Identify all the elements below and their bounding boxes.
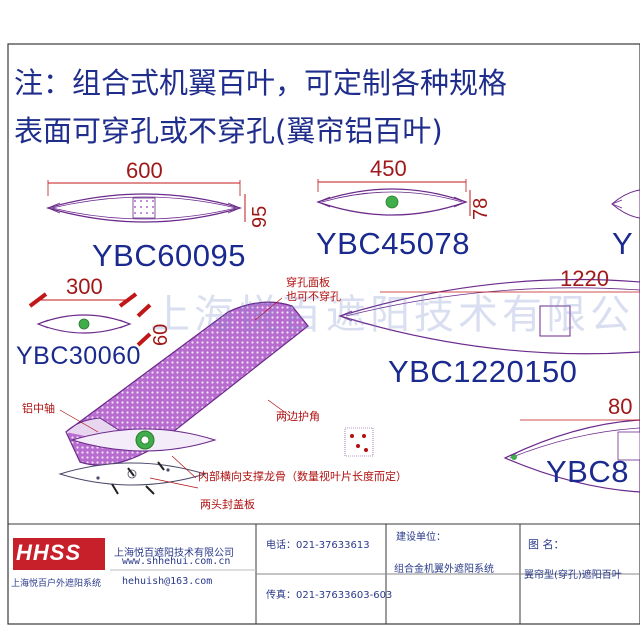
callout-perforated-panel: 穿孔面板 也可不穿孔 <box>286 276 341 303</box>
dim-height-ybc45078: 78 <box>470 197 492 220</box>
model-y-partial: Y <box>612 226 634 261</box>
dim-width-ybc1220150: 1220 <box>560 266 609 291</box>
blade-3d-illustration <box>58 297 374 495</box>
dim-height-ybc30060: 60 <box>150 323 172 346</box>
dim-width-ybc8: 80 <box>608 394 633 419</box>
company-phone: 电话：021-37633613 <box>266 540 370 551</box>
profile-ybc1220150 <box>337 278 640 355</box>
note-line-1: 注：组合式机翼百叶，可定制各种规格 <box>14 66 508 100</box>
company-website: www.shhehui.com.cn <box>122 556 231 567</box>
model-ybc8: YBC8 <box>546 454 629 489</box>
dim-width-ybc60095: 600 <box>126 158 163 183</box>
callout-side-corner: 两边护角 <box>276 410 320 423</box>
company-email: hehuish@163.com <box>122 576 213 587</box>
company-logo-text: HHSS <box>16 540 82 565</box>
system-name: 组合金机翼外遮阳系统 <box>394 564 494 575</box>
model-ybc1220150: YBC1220150 <box>388 354 578 389</box>
logo-caption: 上海悦百户外遮阳系统 <box>11 579 102 589</box>
profile-ybc30060 <box>28 292 152 347</box>
model-ybc60095: YBC60095 <box>92 238 246 273</box>
note-line-2: 表面可穿孔或不穿孔(翼帘铝百叶) <box>14 114 443 148</box>
drawing-name: 翼帘型(穿孔)遮阳百叶 <box>524 570 622 581</box>
model-ybc45078: YBC45078 <box>316 226 470 261</box>
dim-width-ybc30060: 300 <box>66 274 103 299</box>
title-block <box>7 523 640 625</box>
callout-end-cap: 两头封盖板 <box>200 498 255 511</box>
client-label: 建设单位： <box>396 532 446 543</box>
profile-ybc8-partial <box>503 419 640 493</box>
profile-partial-right <box>611 189 640 219</box>
company-name: 上海悦百遮阳技术有限公司 <box>114 548 234 559</box>
watermark: 上海悦百遮阳技术有限公 <box>150 292 634 338</box>
company-logo <box>13 538 105 570</box>
model-ybc30060: YBC30060 <box>16 342 141 370</box>
callout-inner-rib: 内部横向支撑龙骨（数量视叶片长度而定） <box>198 470 407 483</box>
callout-aluminum-shaft: 铝中轴 <box>22 402 55 415</box>
dim-height-ybc60095: 95 <box>249 205 271 228</box>
company-fax: 传真：021-37633603-603 <box>266 590 393 601</box>
profile-ybc45078 <box>316 179 471 216</box>
drawing-name-label: 图 名： <box>528 538 565 551</box>
dim-width-ybc45078: 450 <box>370 156 407 181</box>
profile-ybc60095 <box>45 180 246 223</box>
